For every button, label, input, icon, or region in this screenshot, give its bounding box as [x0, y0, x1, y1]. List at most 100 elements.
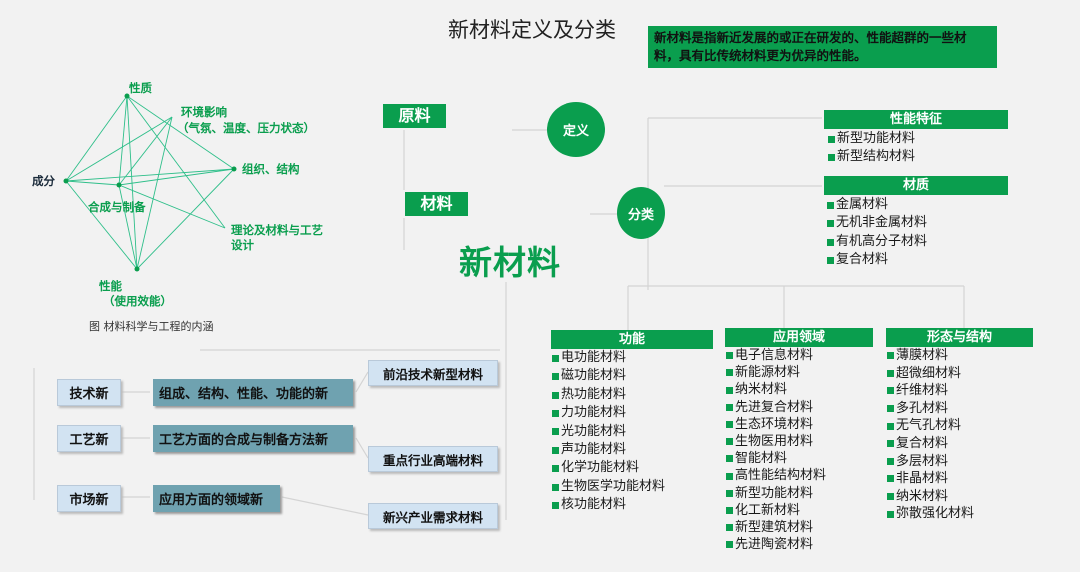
- bullet-square-icon: [887, 422, 894, 430]
- group-header: 功能: [551, 330, 713, 349]
- bullet-square-icon: [828, 135, 835, 143]
- fenlei-circle: 分类: [617, 187, 665, 239]
- group-header: 性能特征: [824, 110, 1008, 129]
- list-item-label: 热功能材料: [561, 386, 627, 402]
- list-item: 新型建筑材料: [726, 519, 873, 536]
- list-item: 先进陶瓷材料: [726, 536, 873, 553]
- bullet-square-icon: [726, 541, 733, 549]
- bullet-square-icon: [827, 238, 834, 246]
- bullet-square-icon: [726, 524, 733, 532]
- list-item-label: 复合材料: [836, 252, 889, 268]
- list-item-label: 生物医学功能材料: [561, 478, 666, 494]
- tab-zhongdian: 重点行业高端材料: [368, 446, 498, 472]
- list-item-label: 新型功能材料: [735, 485, 814, 501]
- bullet-square-icon: [887, 457, 894, 465]
- list-item: 纳米材料: [726, 381, 873, 398]
- list-item-label: 生态环境材料: [735, 416, 814, 432]
- list-item-label: 弥散强化材料: [896, 506, 975, 522]
- list-item: 弥散强化材料: [887, 505, 1033, 523]
- list-item: 新型结构材料: [828, 148, 1008, 166]
- list-item: 超微细材料: [887, 365, 1033, 383]
- bullet-square-icon: [726, 369, 733, 377]
- group-caizhi: 材质 金属材料无机非金属材料有机高分子材料复合材料: [824, 176, 1008, 270]
- bullet-square-icon: [827, 256, 834, 264]
- list-item: 先进复合材料: [726, 399, 873, 416]
- list-item: 电子信息材料: [726, 347, 873, 364]
- list-item: 纳米材料: [887, 488, 1033, 506]
- tab-xinxing: 新兴产业需求材料: [368, 503, 498, 529]
- group-gongneng: 功能 电功能材料磁功能材料热功能材料力功能材料光功能材料声功能材料化学功能材料生…: [551, 330, 713, 515]
- group-xingneng-tezheng: 性能特征 新型功能材料新型结构材料: [824, 110, 1008, 167]
- list-item-label: 化工新材料: [735, 502, 801, 518]
- list-item-label: 化学功能材料: [561, 460, 640, 476]
- item-list: 电子信息材料新能源材料纳米材料先进复合材料生态环境材料生物医用材料智能材料高性能…: [726, 347, 873, 553]
- bullet-square-icon: [726, 438, 733, 446]
- list-item: 声功能材料: [552, 441, 713, 459]
- bullet-square-icon: [887, 493, 894, 501]
- item-list: 薄膜材料超微细材料纤维材料多孔材料无气孔材料复合材料多层材料非晶材料纳米材料弥散…: [887, 347, 1033, 523]
- list-item-label: 无机非金属材料: [836, 215, 928, 231]
- list-item-label: 磁功能材料: [561, 368, 627, 384]
- list-item-label: 有机高分子材料: [836, 233, 928, 249]
- list-item: 有机高分子材料: [827, 233, 1008, 251]
- tag-gongyi: 工艺新: [57, 425, 121, 452]
- xincailiao-label: 新材料: [459, 243, 561, 282]
- bullet-square-icon: [827, 220, 834, 228]
- node-lilun: 理论及材料与工艺: [231, 223, 323, 237]
- bullet-square-icon: [552, 373, 559, 381]
- bullet-square-icon: [726, 506, 733, 514]
- list-item-label: 复合材料: [896, 435, 949, 451]
- node-xingzhi: 性质: [129, 81, 152, 95]
- bullet-square-icon: [887, 510, 894, 518]
- list-item: 热功能材料: [552, 386, 713, 404]
- bullet-square-icon: [552, 428, 559, 436]
- bullet-square-icon: [726, 352, 733, 360]
- node-huanjing-sub: （气氛、温度、压力状态）: [177, 121, 315, 135]
- bullet-square-icon: [726, 403, 733, 411]
- list-item: 复合材料: [827, 251, 1008, 269]
- list-item-label: 纤维材料: [896, 383, 949, 399]
- group-header: 材质: [824, 176, 1008, 195]
- bullet-square-icon: [827, 201, 834, 209]
- bullet-square-icon: [887, 475, 894, 483]
- group-yingyong: 应用领域 电子信息材料新能源材料纳米材料先进复合材料生态环境材料生物医用材料智能…: [725, 328, 873, 553]
- list-item: 多层材料: [887, 453, 1033, 471]
- list-item: 智能材料: [726, 450, 873, 467]
- list-item: 生态环境材料: [726, 416, 873, 433]
- yuanliao-box: 原料: [383, 104, 446, 128]
- list-item-label: 电子信息材料: [735, 348, 814, 363]
- list-item: 非晶材料: [887, 470, 1033, 488]
- list-item-label: 智能材料: [735, 451, 788, 467]
- node-hecheng: 合成与制备: [88, 200, 146, 214]
- bullet-square-icon: [887, 405, 894, 413]
- bullet-square-icon: [552, 501, 559, 509]
- list-item-label: 生物医用材料: [735, 434, 814, 450]
- bullet-square-icon: [552, 446, 559, 454]
- node-xingneng-sub: （使用效能）: [103, 294, 172, 308]
- item-list: 金属材料无机非金属材料有机高分子材料复合材料: [827, 196, 1008, 270]
- bullet-square-icon: [726, 472, 733, 480]
- bullet-square-icon: [887, 352, 894, 360]
- bullet-square-icon: [887, 387, 894, 395]
- list-item-label: 薄膜材料: [896, 348, 949, 363]
- list-item: 金属材料: [827, 196, 1008, 214]
- page-title: 新材料定义及分类: [448, 18, 616, 42]
- bullet-square-icon: [726, 420, 733, 428]
- bullet-square-icon: [552, 483, 559, 491]
- definition-box: 新材料是指新近发展的或正在研发的、性能超群的一些材料，具有比传统材料更为优异的性…: [648, 26, 997, 68]
- list-item: 磁功能材料: [552, 367, 713, 385]
- bullet-square-icon: [887, 440, 894, 448]
- item-list: 新型功能材料新型结构材料: [828, 130, 1008, 167]
- list-item-label: 纳米材料: [896, 488, 949, 504]
- list-item-label: 金属材料: [836, 197, 889, 212]
- desc-gongyi: 工艺方面的合成与制备方法新: [153, 425, 353, 452]
- list-item-label: 先进陶瓷材料: [735, 537, 814, 553]
- list-item-label: 新能源材料: [735, 365, 801, 381]
- list-item-label: 核功能材料: [561, 497, 627, 513]
- list-item-label: 高性能结构材料: [735, 468, 827, 484]
- node-huanjing: 环境影响: [181, 105, 227, 119]
- list-item: 力功能材料: [552, 404, 713, 422]
- list-item-label: 力功能材料: [561, 405, 627, 421]
- dingyi-circle: 定义: [547, 102, 605, 157]
